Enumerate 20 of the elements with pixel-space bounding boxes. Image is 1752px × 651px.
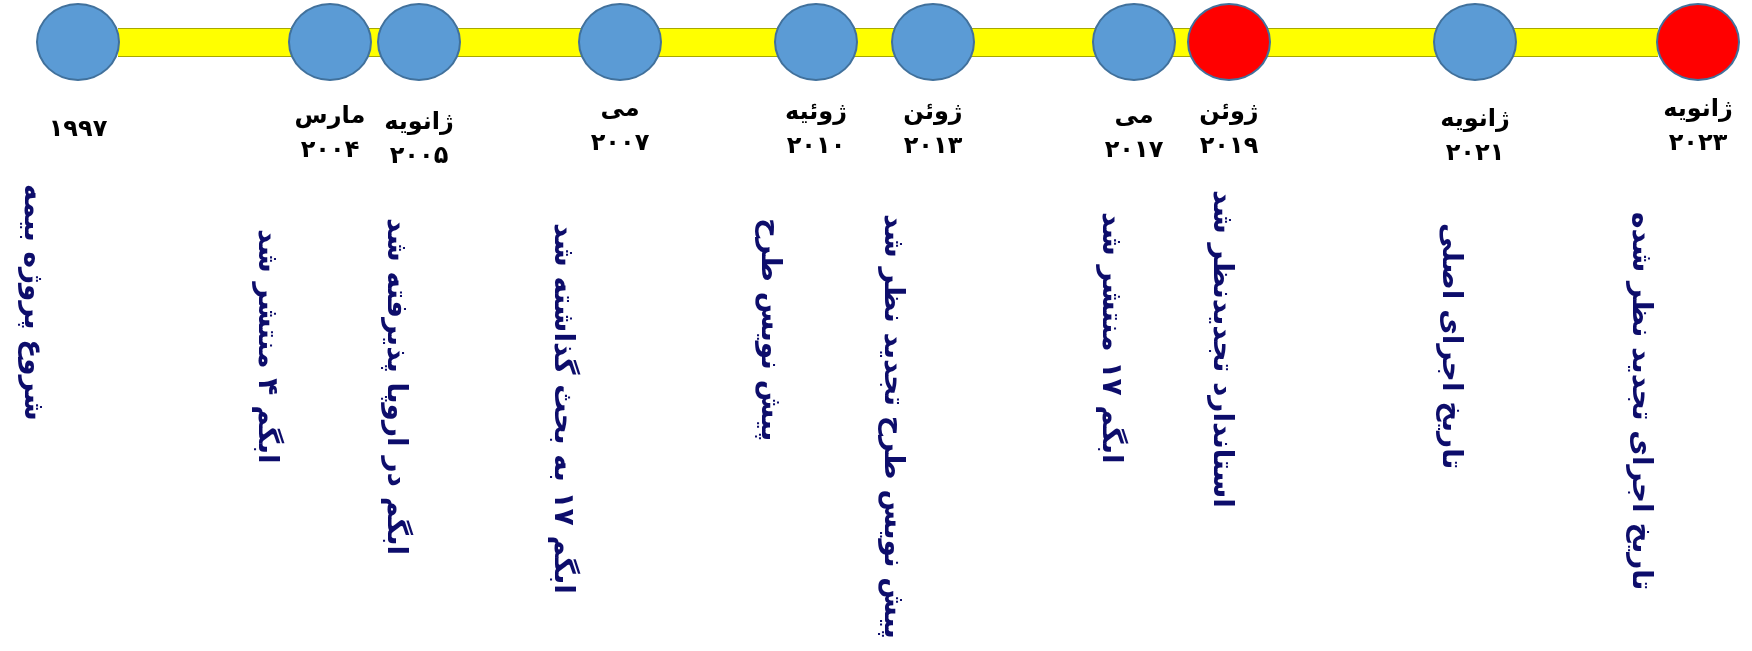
event-description: پیش نویس طرح xyxy=(754,218,788,442)
event-description: ابگم ۱۷ به بحث گذاشته شد xyxy=(547,223,581,594)
event-description: تاریخ اجرای اصلی xyxy=(1435,223,1469,470)
event-description: تاریخ اجرای تجدید نظر شده xyxy=(1625,212,1659,591)
date-label: ژانویه ۲۰۰۵ xyxy=(384,106,454,171)
date-label: ژوئن ۲۰۱۹ xyxy=(1199,96,1259,161)
date-label: ژوئیه ۲۰۱۰ xyxy=(784,96,848,161)
date-label: ژوئن ۲۰۱۳ xyxy=(903,96,963,161)
date-label: می ۲۰۰۷ xyxy=(590,93,650,158)
date-label: می ۲۰۱۷ xyxy=(1104,100,1164,165)
event-description: ابگم ۴ منتشر شد xyxy=(251,229,285,464)
event-description: ابگم در اروپا پذیرفته شد xyxy=(380,218,414,556)
date-label: ۱۹۹۷ xyxy=(48,113,108,144)
event-description: پیش نویس طرح تجدید نظر شد xyxy=(877,214,911,639)
date-label: ژانویه ۲۰۲۱ xyxy=(1440,103,1510,168)
event-description: ابگم ۱۷ منتشر شد xyxy=(1095,212,1129,464)
event-description: استاندارد تجدیدنظر شد xyxy=(1206,190,1240,508)
date-label: مارس ۲۰۰۴ xyxy=(294,100,366,165)
date-label: ژانویه ۲۰۲۳ xyxy=(1663,93,1733,158)
event-description: شروع پروژه بیمه xyxy=(17,184,51,421)
